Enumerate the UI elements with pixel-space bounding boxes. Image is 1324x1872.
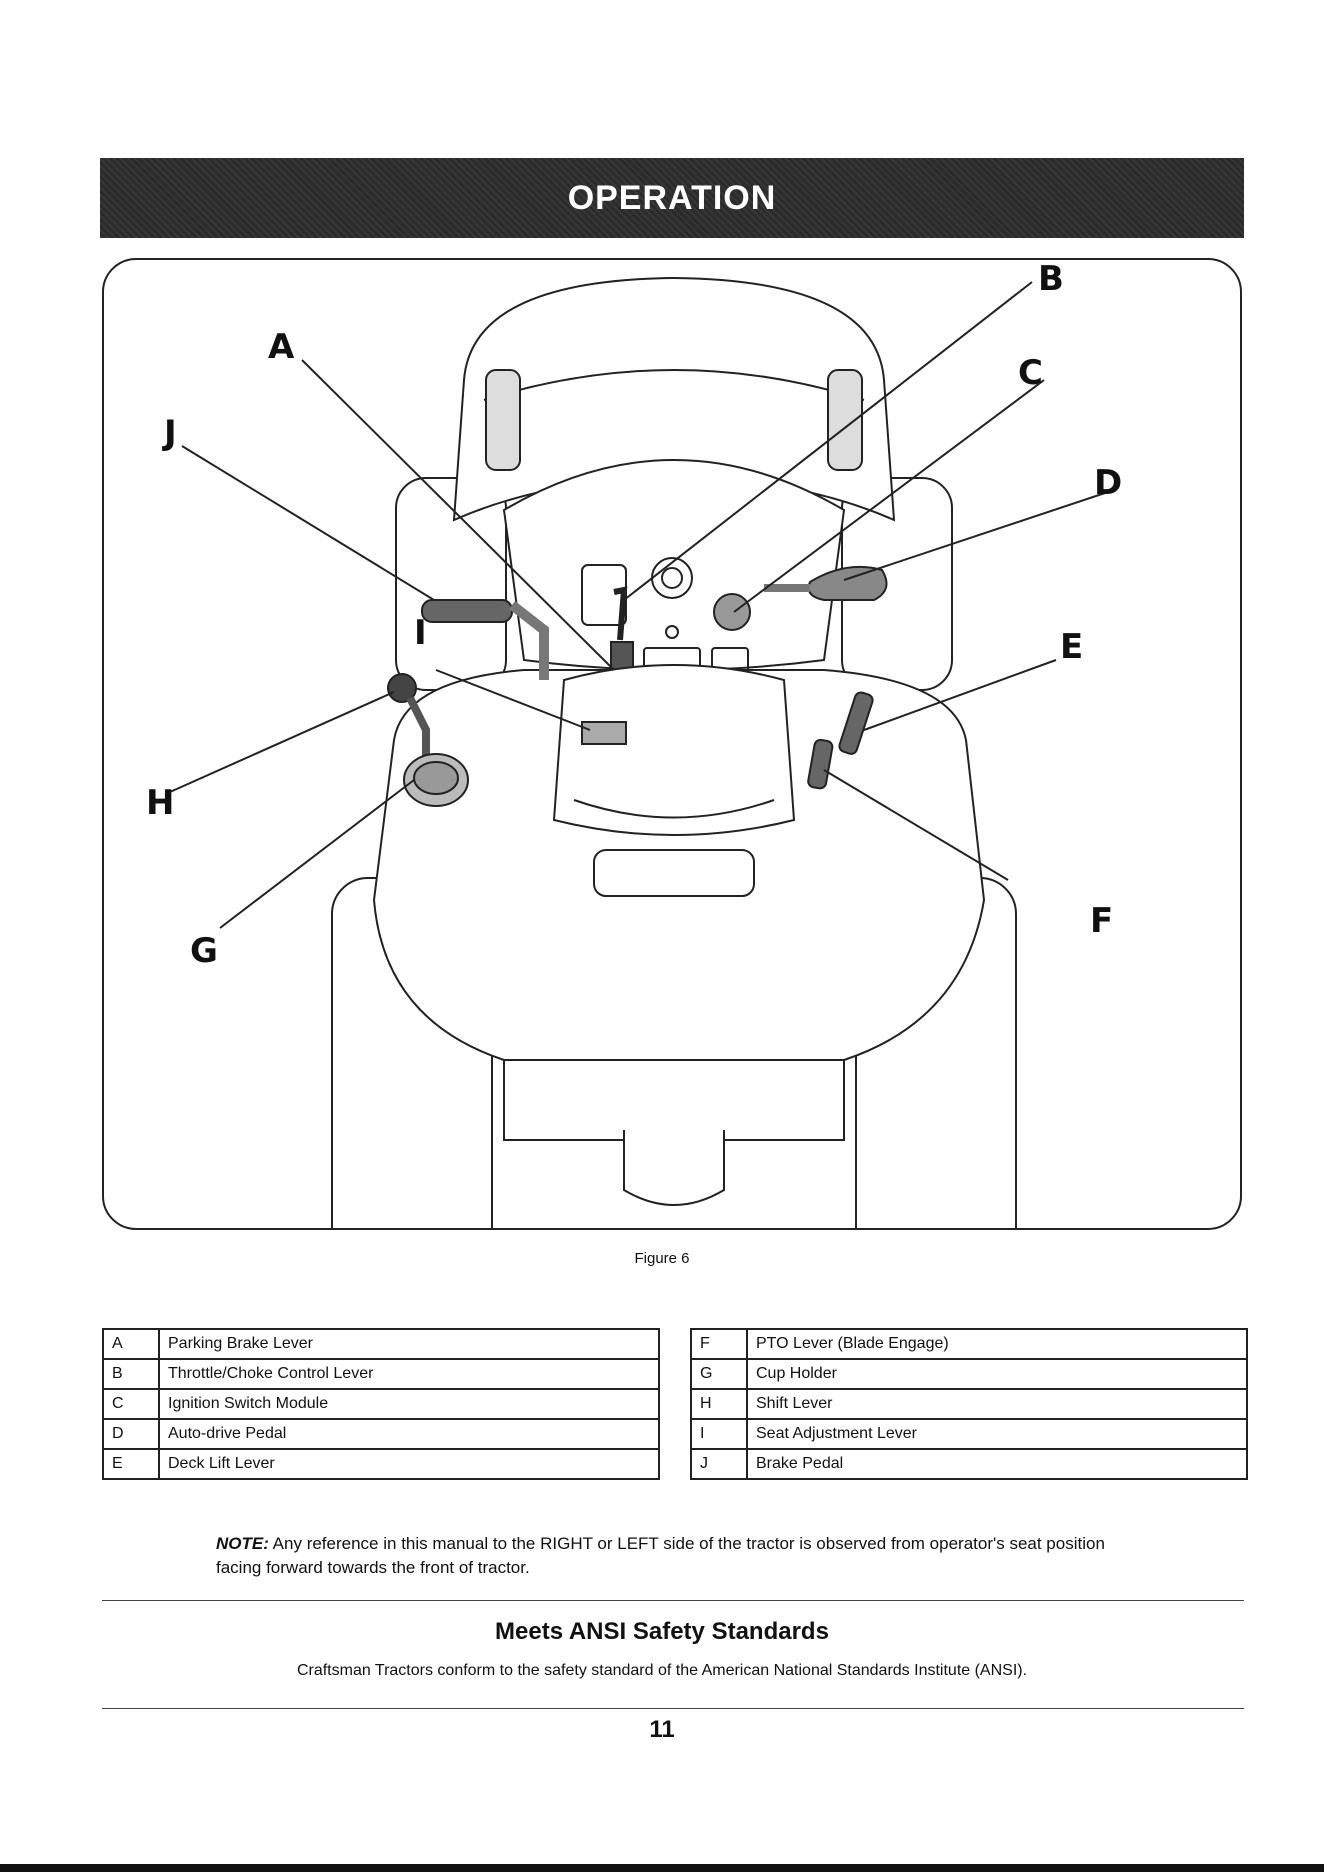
note-label: NOTE: [216, 1534, 269, 1553]
right-grille [827, 369, 863, 471]
callout-f: F [1090, 901, 1114, 941]
leader-j [181, 445, 435, 601]
leader-g [219, 779, 415, 929]
leader-b [623, 281, 1033, 601]
leader-a [301, 359, 615, 671]
divider-bottom [102, 1708, 1244, 1709]
callout-c: C [1018, 353, 1043, 393]
leader-e [863, 659, 1057, 731]
divider-top [102, 1600, 1244, 1601]
auto-drive-pedal [807, 565, 888, 601]
callout-b: B [1038, 259, 1064, 299]
ignition-switch [713, 593, 751, 631]
ansi-title: Meets ANSI Safety Standards [495, 1618, 829, 1645]
callout-i: I [414, 613, 427, 653]
front-left-wheel [395, 477, 507, 691]
leader-d [843, 489, 1115, 581]
body [372, 669, 986, 1061]
note-paragraph: NOTE: Any reference in this manual to th… [216, 1532, 1136, 1580]
section-banner: OPERATION [100, 158, 1244, 238]
callout-h: H [146, 783, 175, 823]
figure-caption: Figure 6 [634, 1250, 690, 1267]
brake-pedal [421, 599, 513, 623]
callout-d: D [1094, 463, 1123, 503]
seat [552, 664, 796, 836]
page-number: 11 [649, 1716, 675, 1743]
section-title: OPERATION [567, 178, 777, 217]
throttle-lever [613, 586, 628, 641]
pto-lever [807, 738, 834, 790]
bottom-edge [0, 1864, 1324, 1872]
tractor-controls-figure: A B C D E F G H I J [102, 258, 1242, 1230]
ansi-text: Craftsman Tractors conform to the safety… [296, 1662, 1028, 1679]
leader-h [169, 691, 395, 793]
tractor-illustration [169, 276, 1115, 1228]
left-grille [485, 369, 521, 471]
leader-c [733, 379, 1045, 613]
shift-lever-knob [387, 673, 417, 703]
callout-j: J [164, 413, 177, 453]
callout-e: E [1060, 627, 1084, 667]
callout-g: G [190, 931, 218, 971]
leader-i [435, 669, 591, 731]
note-text: Any reference in this manual to the RIGH… [216, 1534, 1105, 1577]
leader-f [823, 769, 1009, 881]
callout-a: A [268, 327, 295, 367]
deck-lift-lever [838, 691, 874, 755]
seat-adjust-lever [581, 721, 627, 745]
